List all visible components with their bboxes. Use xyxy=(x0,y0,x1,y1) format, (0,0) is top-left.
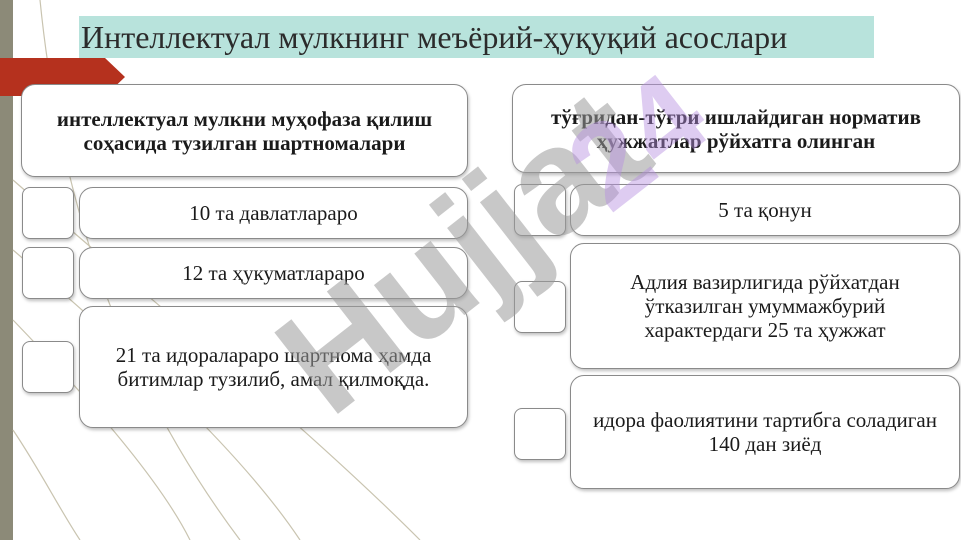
left-item-3-text: 21 та идоралараро шартнома ҳамда битимла… xyxy=(115,343,432,391)
right-marker-1 xyxy=(514,184,566,236)
right-item-2-text: Адлия вазирлигида рўйхатдан ўтказилган у… xyxy=(630,270,900,342)
left-item-2-text: 12 та ҳукуматлараро xyxy=(182,261,365,285)
right-header-box: тўғридан-тўғри ишлайдиган норматив ҳужжа… xyxy=(512,84,960,173)
right-item-1: 5 та қонун xyxy=(570,184,960,236)
left-marker-2 xyxy=(22,247,74,299)
right-item-3-text: идора фаолиятини тартибга соладиган 140 … xyxy=(593,408,937,456)
right-header-text: тўғридан-тўғри ишлайдиган норматив ҳужжа… xyxy=(551,104,921,153)
left-header-box: интеллектуал мулкни муҳофаза қилиш соҳас… xyxy=(21,84,468,177)
left-marker-1 xyxy=(22,187,74,239)
right-item-2: Адлия вазирлигида рўйхатдан ўтказилган у… xyxy=(570,243,960,369)
left-item-2: 12 та ҳукуматлараро xyxy=(79,247,468,299)
right-marker-2 xyxy=(514,281,566,333)
right-marker-3 xyxy=(514,408,566,460)
left-item-1-text: 10 та давлатлараро xyxy=(189,201,358,225)
left-side-bar xyxy=(0,0,13,540)
left-item-3: 21 та идоралараро шартнома ҳамда битимла… xyxy=(79,306,468,428)
left-header-text: интеллектуал мулкни муҳофаза қилиш соҳас… xyxy=(56,106,433,155)
left-item-1: 10 та давлатлараро xyxy=(79,187,468,239)
slide-title: Интеллектуал мулкнинг меъёрий-ҳуқуқий ас… xyxy=(79,16,874,58)
right-item-1-text: 5 та қонун xyxy=(718,198,812,222)
left-marker-3 xyxy=(22,341,74,393)
right-item-3: идора фаолиятини тартибга соладиган 140 … xyxy=(570,375,960,489)
